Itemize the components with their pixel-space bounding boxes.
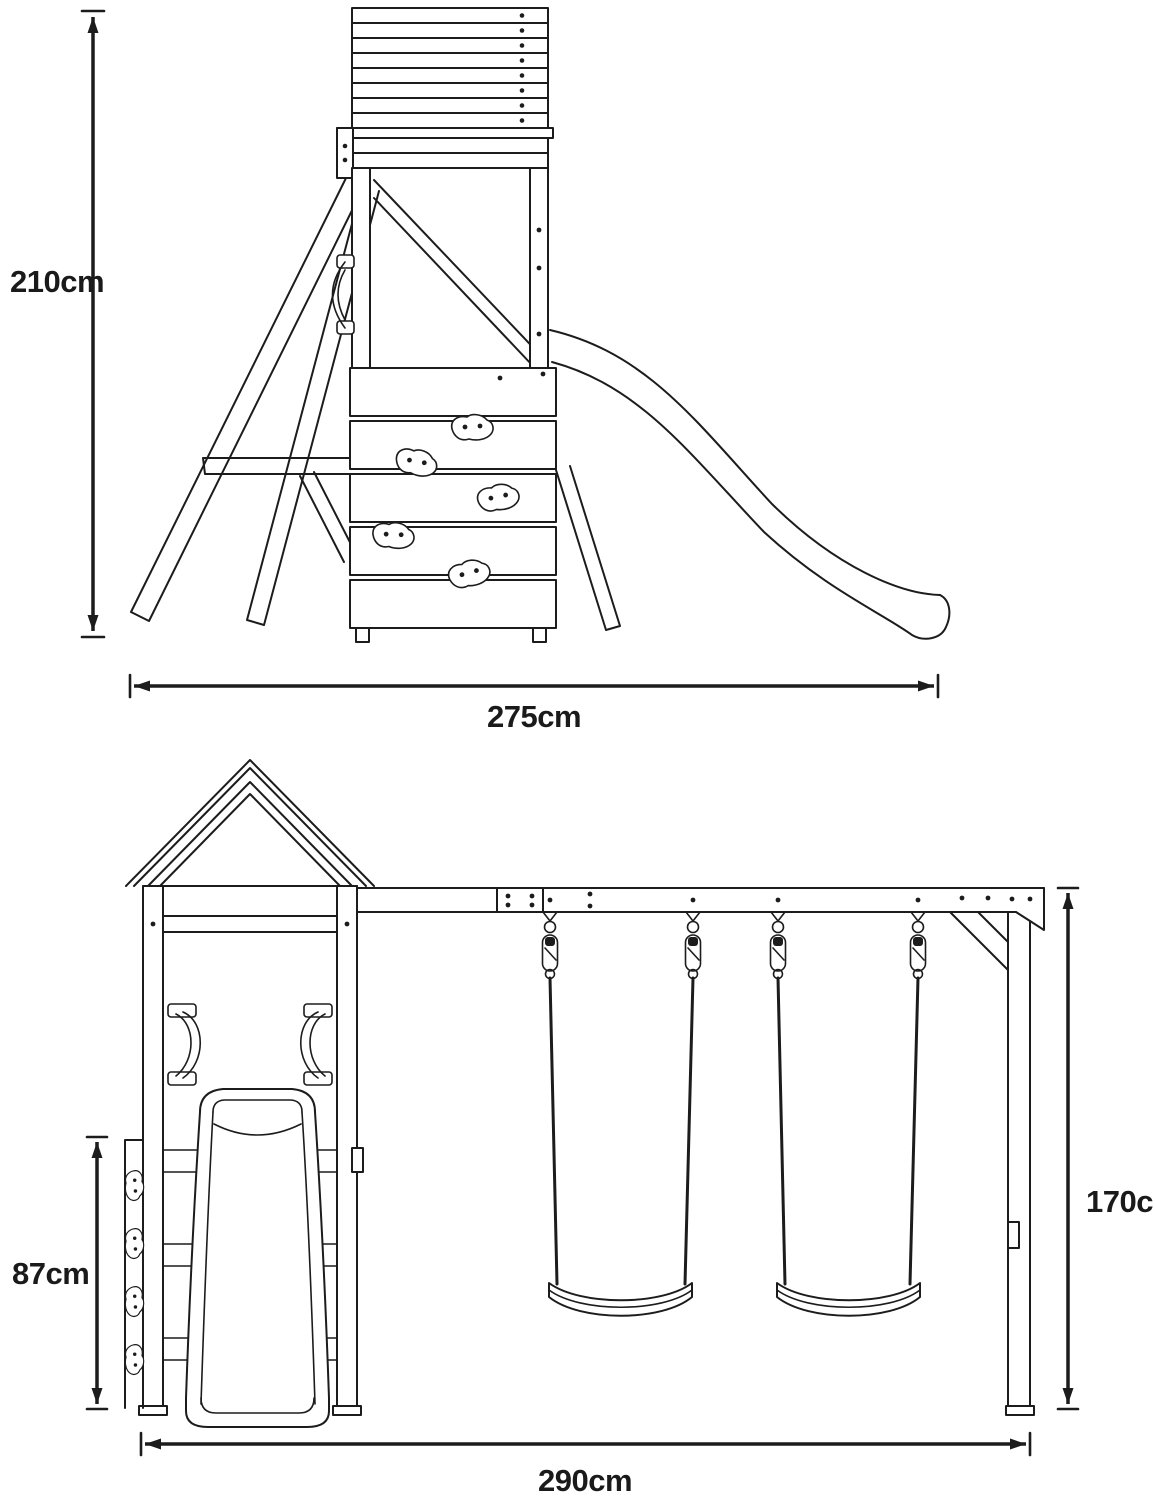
swing-seat-left <box>548 1282 693 1317</box>
front-base-height-label: 87cm <box>12 1256 89 1291</box>
swing-beam <box>356 887 1045 931</box>
side-height-label: 210cm <box>10 264 104 299</box>
front-width-label: 290cm <box>538 1463 632 1498</box>
side-view-diagram: 210cm 275cm <box>10 7 951 734</box>
beam-screw-dots <box>505 891 1033 909</box>
a-frame-legs <box>130 169 546 626</box>
tower-posts <box>351 167 549 369</box>
dimension-height: 210cm <box>10 9 106 639</box>
climbing-wall <box>349 367 557 643</box>
side-grip-board <box>124 1139 145 1409</box>
front-frame-height-label: 170cm <box>1086 1184 1155 1219</box>
dimension-tower-base-height: 87cm <box>12 1135 109 1411</box>
slide-front <box>185 1088 330 1428</box>
screw-dots <box>519 13 525 123</box>
dimension-frame-height: 170cm <box>1056 886 1155 1411</box>
dimension-front-width: 290cm <box>139 1431 1032 1498</box>
tower-back-wall <box>351 7 549 129</box>
platform <box>336 127 554 179</box>
swing-seat-right <box>776 1282 921 1317</box>
roof <box>125 759 375 887</box>
grab-handle-right-icon <box>299 1003 333 1086</box>
frame-end-post <box>949 911 1035 1416</box>
slide-side <box>549 329 951 640</box>
side-width-label: 275cm <box>487 699 581 734</box>
swing-ropes <box>548 976 920 1286</box>
dimension-width: 275cm <box>128 673 940 734</box>
front-view-diagram: 87cm 170cm 290cm <box>12 759 1155 1498</box>
grab-handle-icon <box>331 254 355 335</box>
grab-handle-left-icon <box>167 1003 202 1086</box>
